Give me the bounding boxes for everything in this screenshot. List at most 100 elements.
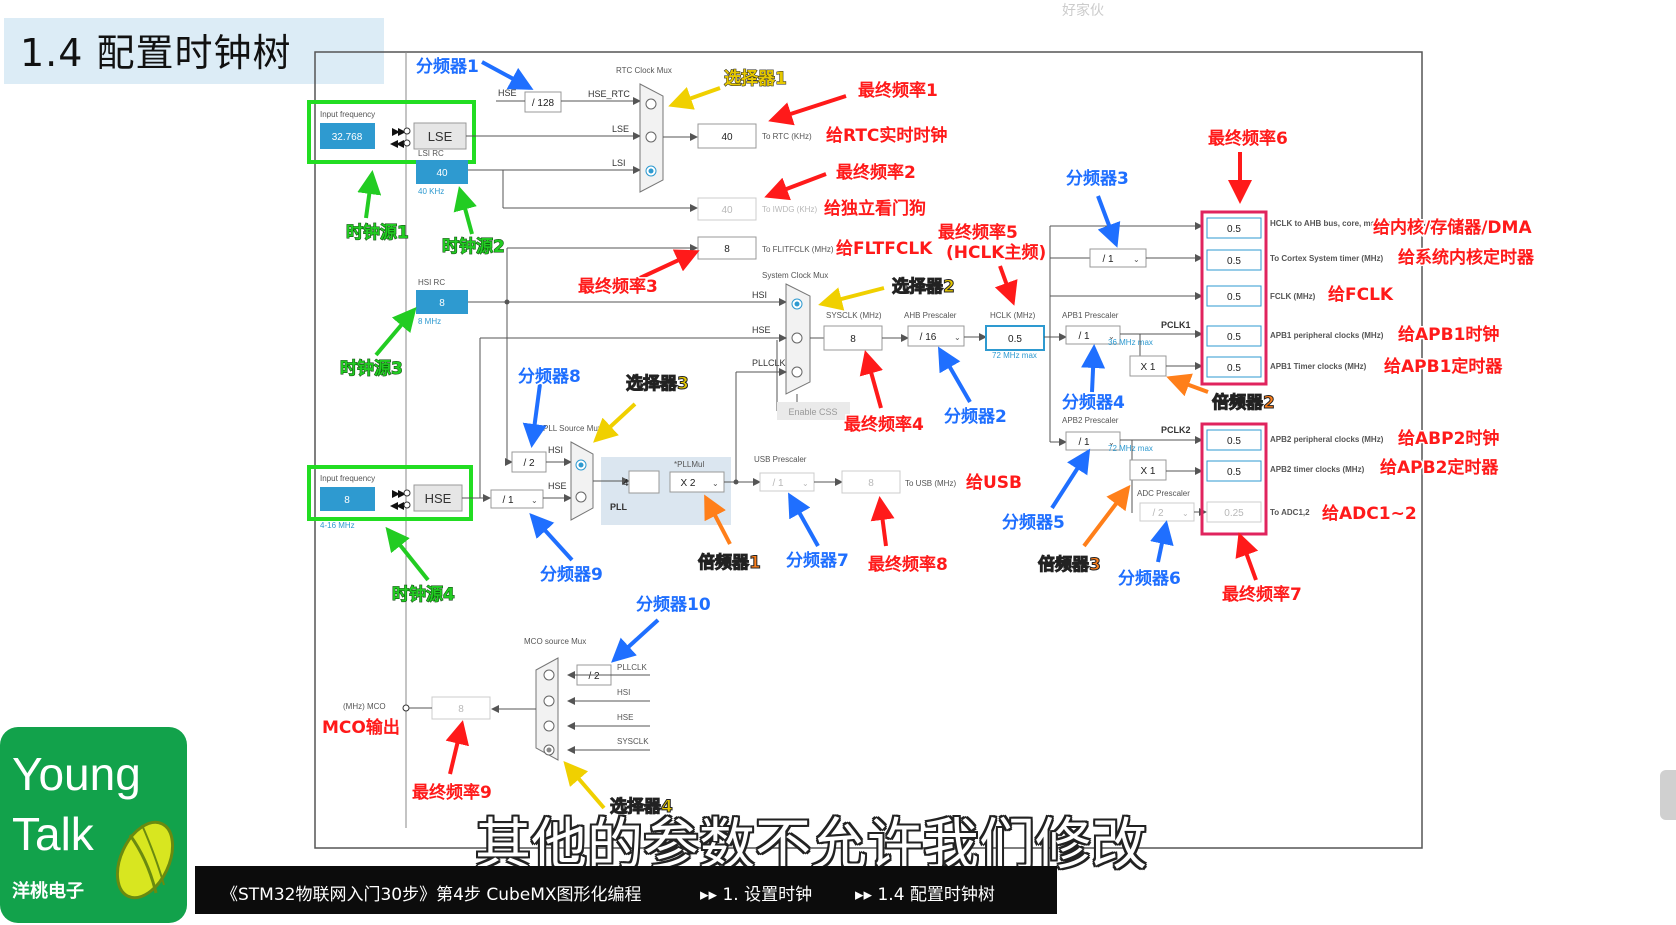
ann-src4: 时钟源4 — [392, 584, 455, 605]
lse-source-box — [307, 100, 476, 164]
ann-final1: 最终频率1 — [858, 80, 938, 101]
ann-mult2: 倍频器2 — [1212, 392, 1275, 413]
sys-mux-radio-pll[interactable] — [791, 366, 803, 378]
ann-to-iwdg: 给独立看门狗 — [824, 198, 926, 219]
usb-out-value: 8 — [868, 478, 874, 489]
sys-mux-radio-hse[interactable] — [791, 332, 803, 344]
ann-div6: 分频器6 — [1118, 568, 1181, 589]
ann-div5: 分频器5 — [1002, 512, 1065, 533]
page-title: 1.4 配置时钟树 — [20, 31, 292, 75]
pll-mux-hse-label: HSE — [548, 481, 567, 491]
diagram-frame — [314, 51, 1423, 849]
out-fclk-label: FCLK (MHz) — [1270, 292, 1316, 301]
hse-input-freq-label: Input frequency — [320, 474, 375, 483]
out-adc-box — [1206, 501, 1262, 523]
hclk-max-label: 72 MHz max — [992, 351, 1037, 360]
course-title: 《STM32物联网入门30步》第4步 CubeMX图形化编程 — [221, 885, 642, 905]
ann-final4: 最终频率4 — [844, 414, 924, 435]
out-apb2-periph-value: 0.5 — [1227, 436, 1241, 447]
rtc-mux-radio-hse[interactable] — [645, 98, 657, 110]
lse-input-freq-label: Input frequency — [320, 110, 375, 119]
out-fclk-value: 0.5 — [1227, 292, 1241, 303]
hsi-freq-box — [416, 290, 468, 314]
hse-freq-input[interactable] — [320, 487, 375, 511]
out-apb2-timer-box — [1206, 460, 1262, 482]
to-rtc-label: To RTC (KHz) — [762, 132, 812, 141]
young-talk-logo: Young Talk 洋桃电子 — [0, 727, 187, 923]
pll-label: PLL — [610, 502, 628, 512]
hse-rtc-label: HSE_RTC — [588, 89, 630, 99]
side-handle[interactable] — [1660, 770, 1676, 820]
pll-mux-radio-hse[interactable] — [575, 491, 587, 503]
ann-to-apb2: 给ABP2时钟 — [1398, 428, 1499, 449]
ann-final6: 最终频率6 — [1208, 128, 1288, 149]
watermark: 好家伙 — [1062, 3, 1104, 19]
hclk-value: 0.5 — [1008, 334, 1022, 345]
ann-sel3: 选择器3 — [626, 373, 689, 394]
hsi-mhz-label: 8 MHz — [418, 317, 441, 326]
rtc-mux-title: RTC Clock Mux — [616, 66, 672, 75]
chapter-bar: 《STM32物联网入门30步》第4步 CubeMX图形化编程 ▸▸ 1. 设置时… — [195, 866, 1057, 914]
pll-input-box — [628, 470, 660, 494]
apb1-div-value: / 1 — [1078, 331, 1090, 342]
rtc-mux-radio-lse[interactable] — [645, 131, 657, 143]
out-cortex-value: 0.5 — [1227, 256, 1241, 267]
ann-div4: 分频器4 — [1062, 392, 1125, 413]
hclk-input[interactable] — [985, 325, 1045, 351]
lse-freq-input[interactable] — [320, 123, 375, 149]
hse-freq-value: 8 — [344, 495, 350, 506]
iwdg-out-box — [697, 197, 757, 221]
ann-div1: 分频器1 — [416, 56, 479, 77]
pll-mux-title: PLL Source Mux — [543, 424, 602, 433]
ahb-prescaler-select[interactable] — [907, 325, 965, 347]
sys-mux-title: System Clock Mux — [762, 271, 828, 280]
lse-label: LSE — [428, 129, 453, 144]
ann-to-flitf: 给FLTFCLK — [836, 238, 933, 259]
lse-freq-value: 32.768 — [332, 132, 363, 143]
out-fclk-box — [1206, 285, 1262, 307]
apb2-max-label: 72 MHz max — [1108, 444, 1153, 453]
out-adc-label: To ADC1,2 — [1270, 508, 1310, 517]
chevron-down-icon: ⌄ — [712, 479, 719, 488]
out-hclk-label: HCLK to AHB bus, core, memory and DMA (M… — [1270, 219, 1456, 228]
hse-pll-div-select[interactable] — [490, 489, 544, 509]
lsi-freq-box — [416, 160, 468, 184]
section-link[interactable]: ▸▸ 1.4 配置时钟树 — [855, 885, 995, 905]
ann-final9: 最终频率9 — [412, 782, 492, 803]
hse-block — [413, 484, 463, 512]
star-fruit-icon — [115, 820, 175, 900]
ann-div8: 分频器8 — [518, 366, 581, 387]
apb1-prescaler-select[interactable] — [1065, 325, 1121, 345]
chevron-down-icon: ⌄ — [1108, 438, 1115, 447]
ann-div9: 分频器9 — [540, 564, 603, 585]
usb-prescaler-label: USB Prescaler — [754, 455, 807, 464]
usb-div-value: / 1 — [772, 478, 784, 489]
sysclk-box — [823, 325, 883, 351]
ann-to-apb2t: 给APB2定时器 — [1380, 457, 1499, 478]
ann-final8: 最终频率8 — [868, 554, 948, 575]
enable-css-button[interactable] — [777, 402, 850, 420]
pllmul-label: *PLLMul — [674, 460, 704, 469]
ann-mult1: 倍频器1 — [698, 552, 761, 573]
mco-radio-hsi[interactable] — [543, 695, 555, 707]
apb2-div-value: / 1 — [1078, 437, 1090, 448]
out-cortex-label: To Cortex System timer (MHz) — [1270, 254, 1384, 263]
mco-radio-pll[interactable] — [543, 669, 555, 681]
pll-div2-value: / 2 — [523, 458, 535, 469]
mco-radio-hse[interactable] — [543, 720, 555, 732]
logo-line1: Young — [12, 748, 141, 800]
pclk2-label: PCLK2 — [1161, 425, 1191, 435]
ann-to-usb: 给USB — [966, 472, 1022, 493]
out-cortex-box — [1206, 249, 1262, 271]
flitf-out-value: 8 — [724, 244, 730, 255]
sys-mux-hsi-label: HSI — [752, 290, 767, 300]
chapter-link[interactable]: ▸▸ 1. 设置时钟 — [700, 885, 813, 905]
apb2-prescaler-select[interactable] — [1065, 431, 1121, 451]
hse-range-label: 4-16 MHz — [320, 521, 355, 530]
sys-mux-pllclk-label: PLLCLK — [752, 358, 786, 368]
cortex-div-value: / 1 — [1102, 254, 1114, 265]
apb2-mult-box — [1129, 459, 1167, 481]
lse-block — [413, 122, 467, 150]
div128-box — [524, 91, 562, 113]
